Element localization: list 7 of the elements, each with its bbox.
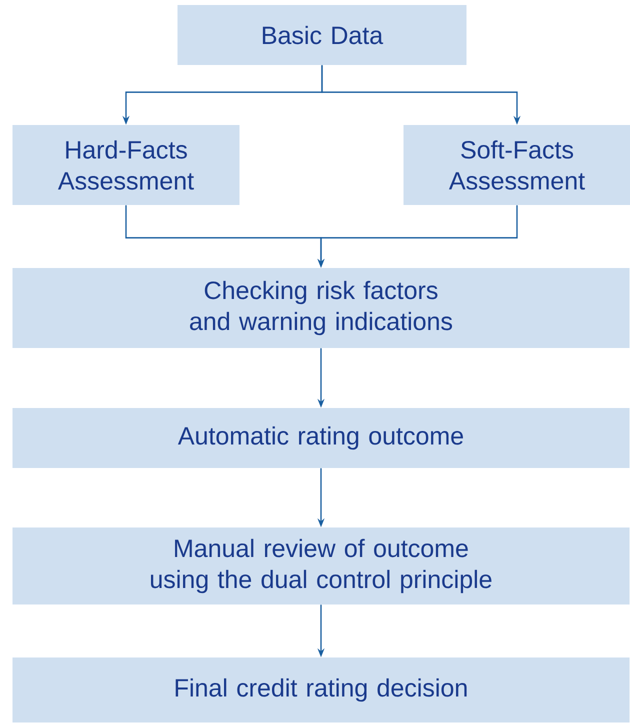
process-box: Manual review of outcome using the dual control principle: [12, 528, 630, 604]
process-box: Automatic rating outcome: [12, 408, 630, 468]
process-box: Soft-Facts Assessment: [404, 125, 630, 205]
process-box: Checking risk factors and warning indications: [12, 268, 630, 348]
process-box: Final credit rating decision: [12, 658, 630, 722]
process-box: Hard-Facts Assessment: [12, 125, 240, 205]
process-box: Basic Data: [178, 5, 466, 65]
